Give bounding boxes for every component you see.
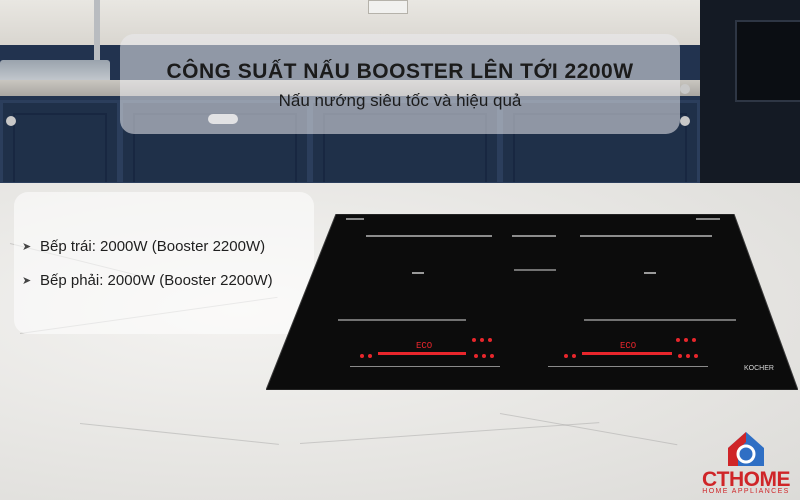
cabinet-knob: [680, 116, 690, 126]
left-eco-display: ECO: [416, 341, 432, 351]
banner-title: CÔNG SUẤT NẤU BOOSTER LÊN TỚI 2200W: [166, 60, 634, 83]
feature-panel: [14, 192, 314, 334]
cooktop-graphic: ECO ECO: [266, 214, 798, 390]
feature-item: ➤ Bếp phải: 2000W (Booster 2200W): [22, 272, 273, 289]
cabinet-door: [0, 100, 120, 185]
arrow-bullet-icon: ➤: [22, 275, 32, 287]
arrow-bullet-icon: ➤: [22, 241, 32, 253]
wall-outlet: [368, 0, 408, 14]
feature-text: Bếp phải: 2000W (Booster 2200W): [40, 272, 273, 289]
left-control-panel: ECO: [350, 338, 500, 367]
right-control-panel: ECO: [548, 338, 708, 367]
logo-tagline: HOME APPLIANCES: [702, 488, 790, 495]
logo-name: CTHOME: [702, 468, 791, 491]
house-logo-icon: [728, 432, 764, 466]
title-panel: [120, 34, 680, 134]
banner-subtitle: Nấu nướng siêu tốc và hiệu quả: [278, 91, 522, 110]
feature-text: Bếp trái: 2000W (Booster 2200W): [40, 238, 266, 255]
cooktop-brand: KOCHER: [744, 365, 774, 372]
cabinet-knob: [680, 84, 690, 94]
faucet: [94, 0, 100, 70]
oven-window: [735, 20, 800, 102]
cabinet-knob: [6, 116, 16, 126]
induction-cooktop: ECO ECO: [266, 214, 798, 390]
right-eco-display: ECO: [620, 341, 636, 351]
cthome-logo: CTHOME HOME APPLIANCES: [694, 430, 798, 496]
feature-item: ➤ Bếp trái: 2000W (Booster 2200W): [22, 238, 265, 255]
